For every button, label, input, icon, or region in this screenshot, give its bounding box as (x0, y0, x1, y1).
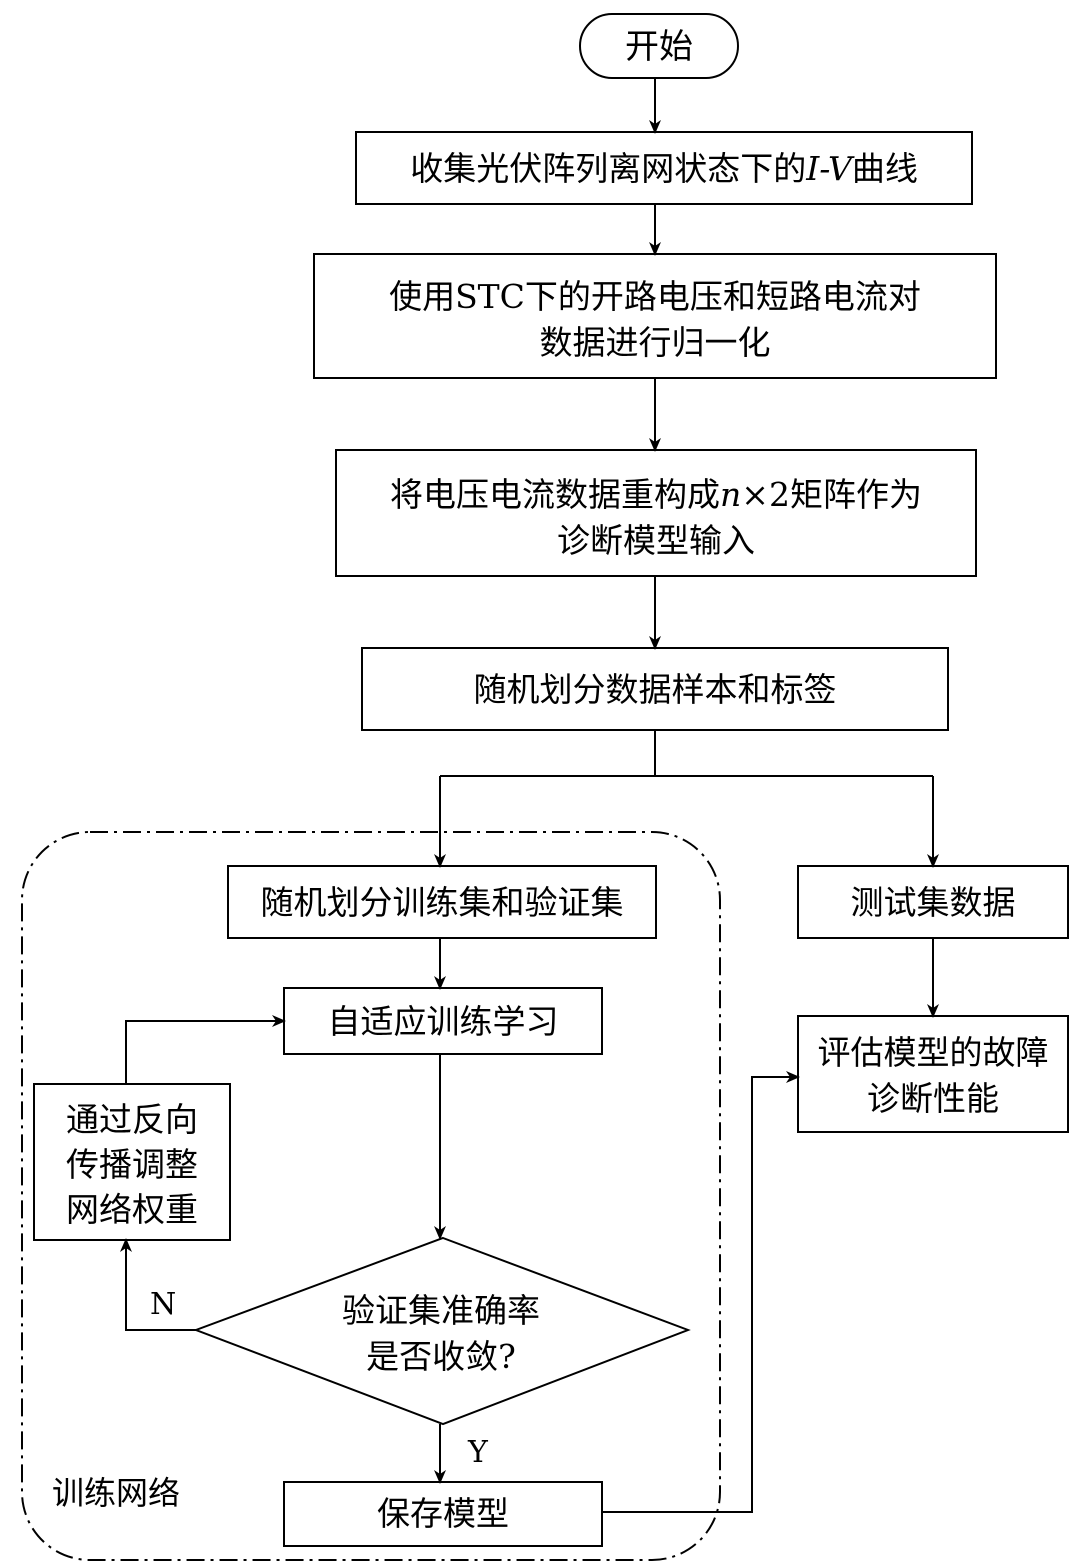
normalize-label-line1: 使用STC下的开路电压和短路电流对 (389, 277, 921, 316)
collect-iv-box (355, 131, 973, 205)
save-model-label: 保存模型 (377, 1494, 509, 1533)
evaluate-label-line1: 评估模型的故障 (818, 1033, 1049, 1072)
arrow-save-to-evaluate (602, 1071, 800, 1513)
training-group-border (21, 831, 721, 1561)
normalize-box (313, 253, 997, 379)
normalize-label-line2: 数据进行归一化 (540, 323, 771, 362)
test-data-label: 测试集数据 (851, 883, 1016, 922)
backprop-label-line1: 通过反向 (66, 1100, 198, 1139)
collect-iv-label: 收集光伏阵列离网状态下的I-V曲线 (410, 149, 918, 188)
split-train-val-label: 随机划分训练集和验证集 (261, 883, 624, 922)
no-label: N (150, 1287, 176, 1322)
backprop-box (33, 1083, 231, 1241)
decision-label-line1: 验证集准确率 (342, 1291, 540, 1330)
reshape-box (335, 449, 977, 577)
training-group-title: 训练网络 (52, 1474, 180, 1512)
reshape-label-line2: 诊断模型输入 (557, 521, 755, 560)
split-samples-label: 随机划分数据样本和标签 (474, 670, 837, 709)
arrow-decision-no-to-backprop (120, 1238, 196, 1331)
backprop-label-line2: 传播调整 (66, 1145, 198, 1184)
reshape-label-line1: 将电压电流数据重构成n×2矩阵作为 (390, 475, 922, 514)
start-node (579, 13, 739, 79)
split-samples-box (361, 647, 949, 731)
backprop-label-line3: 网络权重 (66, 1190, 198, 1229)
convergence-decision (193, 1236, 691, 1426)
arrow-backprop-to-adaptive (125, 1015, 286, 1084)
decision-label-line2: 是否收敛? (366, 1337, 516, 1376)
yes-label: Y (467, 1435, 489, 1470)
evaluate-label-line2: 诊断性能 (867, 1079, 999, 1118)
start-label: 开始 (625, 27, 693, 67)
save-model-box (283, 1481, 603, 1547)
adaptive-train-label: 自适应训练学习 (328, 1002, 559, 1041)
test-data-box (797, 865, 1069, 939)
split-branch-line (440, 730, 933, 777)
split-train-val-box (227, 865, 657, 939)
